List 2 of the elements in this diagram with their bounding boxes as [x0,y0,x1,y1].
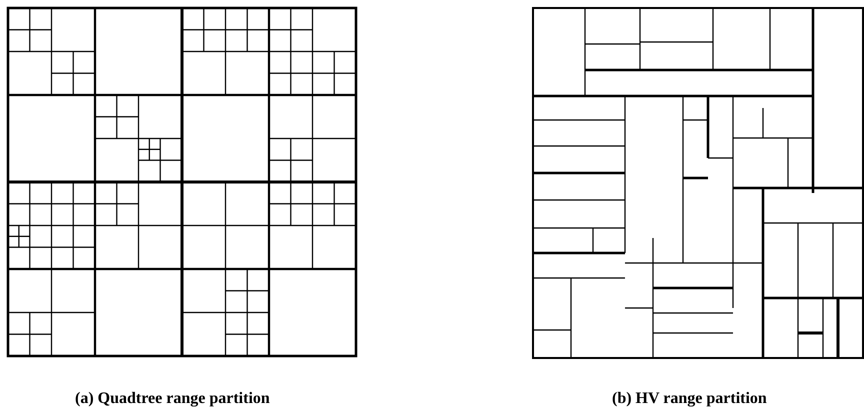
caption: (a) Quadtree range partition [75,389,270,409]
caption: (b) HV range partition [612,389,767,409]
